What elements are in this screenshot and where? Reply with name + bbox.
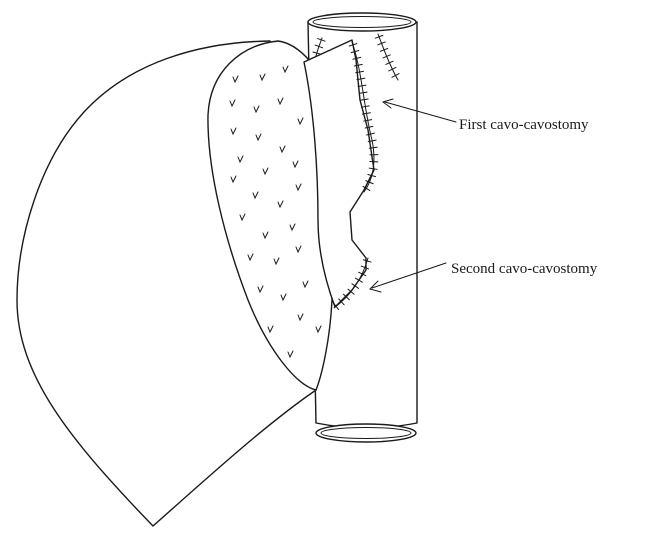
- vena-cava-bottom-opening: [316, 424, 416, 442]
- label-first-cavo-cavostomy: First cavo-cavostomy: [459, 117, 589, 133]
- vena-cava-top-opening: [308, 13, 416, 31]
- label-second-cavo-cavostomy: Second cavo-cavostomy: [451, 261, 598, 277]
